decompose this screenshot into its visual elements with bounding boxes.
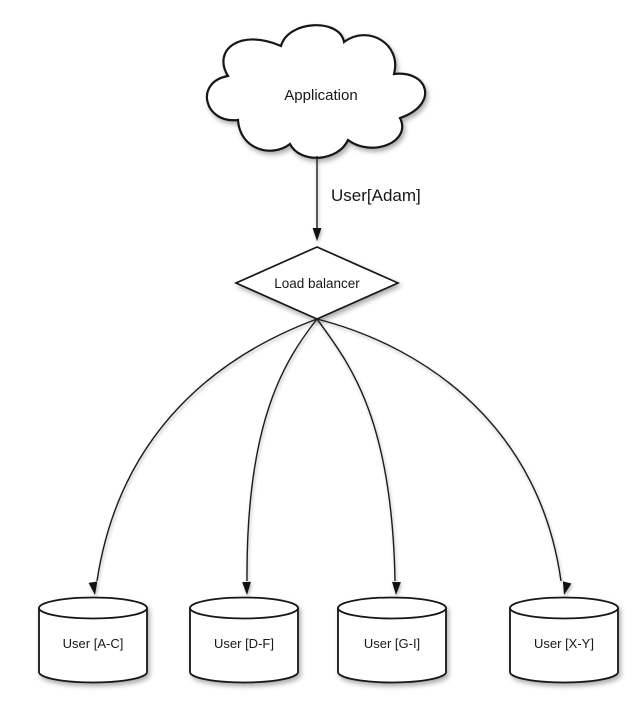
edge-app-to-lb-label: User[Adam] xyxy=(331,186,421,205)
shard-3-label: User [G-I] xyxy=(364,636,420,651)
cylinder-icon xyxy=(38,596,148,684)
cylinder-icon xyxy=(509,596,619,684)
db-shard-2: User [D-F] xyxy=(189,596,299,684)
cylinder-top xyxy=(38,596,148,620)
application-label: Application xyxy=(284,87,357,104)
shard-1-label: User [A-C] xyxy=(63,636,124,651)
cloud-icon xyxy=(205,24,427,159)
arrowhead-lb-to-shard-3 xyxy=(392,581,401,595)
edges-lb-to-shards xyxy=(88,318,572,595)
arrowhead-lb-to-shard-1 xyxy=(88,581,98,595)
cylinder-body xyxy=(509,608,619,684)
arrowhead-lb-to-shard-4 xyxy=(562,581,572,595)
cylinder-top xyxy=(509,596,619,620)
shard-4-label: User [X-Y] xyxy=(534,636,594,651)
cylinder-icon xyxy=(189,596,299,684)
edge-app-to-lb xyxy=(312,156,322,241)
cylinder-top xyxy=(337,596,447,620)
shard-2-label: User [D-F] xyxy=(214,636,274,651)
load-balancer-node: Load balancer xyxy=(233,246,401,320)
edge-lb-to-shard-1 xyxy=(96,318,318,582)
cylinder-icon xyxy=(337,596,447,684)
db-shard-4: User [X-Y] xyxy=(509,596,619,684)
edge-lb-to-shard-3 xyxy=(316,318,396,582)
edge-lb-to-shard-2 xyxy=(246,318,318,582)
cylinder-top xyxy=(189,596,299,620)
arrowhead-lb-to-shard-2 xyxy=(242,581,251,595)
cylinder-body xyxy=(189,608,299,684)
cylinder-body xyxy=(38,608,148,684)
application-cloud-node: Application xyxy=(205,24,427,159)
db-shard-1: User [A-C] xyxy=(38,596,148,684)
db-shard-3: User [G-I] xyxy=(337,596,447,684)
edge-lb-to-shard-4 xyxy=(316,318,562,582)
cylinder-body xyxy=(337,608,447,684)
arrowhead-app-to-lb xyxy=(312,228,322,241)
load-balancer-label: Load balancer xyxy=(274,276,360,291)
